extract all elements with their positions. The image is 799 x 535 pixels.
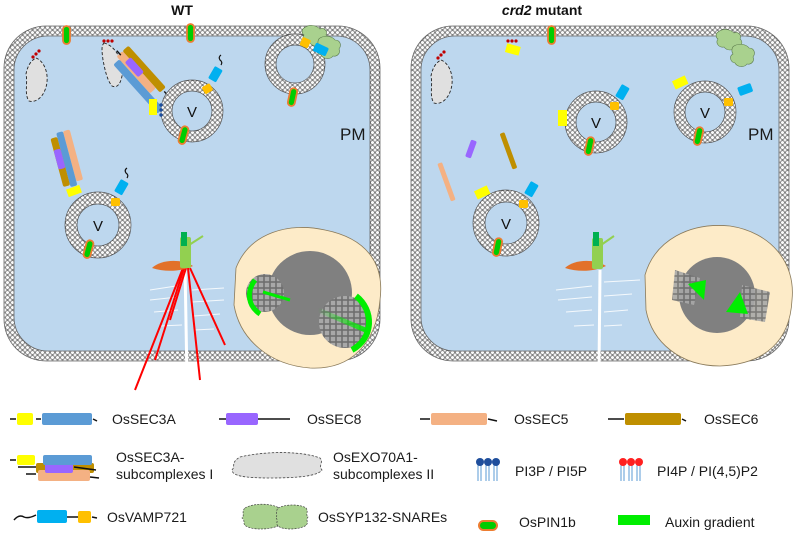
legend-item-ossec6: OsSEC6	[608, 411, 759, 427]
legend-item-ospin1b: OsPIN1b	[478, 514, 576, 531]
osvamp721-body	[313, 42, 329, 56]
osvamp721-tail	[610, 102, 619, 110]
osexo70a1-subcomplex	[101, 42, 123, 88]
osexo70a1-subcomplex	[430, 59, 453, 104]
legend-label: PI4P / PI(4,5)P2	[657, 463, 758, 479]
legend-label: OsPIN1b	[519, 514, 576, 530]
osvamp721-tail	[724, 98, 733, 106]
legend-item-osvamp721: OsVAMP721	[13, 509, 187, 525]
wt-panel: WT PM V	[3, 2, 382, 391]
legend-label: OsVAMP721	[107, 509, 187, 525]
legend-label: subcomplexes II	[333, 466, 434, 482]
ossec5-icon	[420, 413, 498, 425]
vesicle: V	[472, 189, 540, 257]
legend-label: PI3P / PI5P	[515, 463, 587, 479]
vesicle-label: V	[700, 105, 710, 122]
crd2-panel: crd2 mutant PM V V	[410, 2, 793, 371]
pm-label: PM	[340, 125, 366, 144]
legend-label: Auxin gradient	[665, 514, 755, 530]
legend-item-pi4p: PI4P / PI(4,5)P2	[619, 458, 758, 481]
vesicle: V	[159, 79, 224, 145]
osvamp721-body	[737, 83, 753, 96]
osexo70a1-subcomplex	[25, 57, 48, 102]
ossec3a-free	[504, 43, 521, 56]
osexo70a1-subcomplex-icon	[231, 452, 323, 479]
ospin1b-icon	[478, 520, 498, 531]
callus-wt	[233, 227, 382, 369]
legend-label: OsSEC6	[704, 411, 759, 427]
pi4p-membrane-lipids	[436, 39, 518, 60]
legend-item-osexo70a1-subcomplex: OsEXO70A1- subcomplexes II	[231, 449, 434, 482]
legend-label: OsEXO70A1-	[333, 449, 418, 465]
auxin-gradient-icon	[618, 515, 650, 525]
legend-item-pi3p: PI3P / PI5P	[476, 458, 587, 481]
legend-item-auxin: Auxin gradient	[618, 514, 755, 530]
ossec6-icon	[608, 413, 687, 425]
legend-label: OsSYP132-SNAREs	[318, 509, 447, 525]
osvamp721-icon	[13, 510, 98, 523]
legend-label: OsSEC3A-	[116, 449, 185, 465]
ossyp132-snares	[715, 29, 755, 67]
legend-label: OsSEC3A	[112, 411, 176, 427]
docking-vesicle	[264, 33, 326, 107]
vesicle-label: V	[93, 218, 103, 235]
vesicle-label: V	[591, 115, 601, 132]
vesicle-label: V	[501, 216, 511, 233]
osvamp721-body	[524, 181, 539, 198]
ossec6-free	[500, 132, 517, 170]
ossyp132-snare-icon	[241, 503, 309, 530]
ossec3a-n-terminal	[558, 110, 567, 126]
legend-label: OsSEC5	[514, 411, 569, 427]
legend-item-ossec3a-subcomplex: OsSEC3A- subcomplexes I	[10, 449, 213, 482]
seedling-crd2	[555, 232, 641, 371]
vesicle-label: V	[187, 104, 197, 121]
legend-item-ossyp132-snare: OsSYP132-SNAREs	[241, 503, 447, 530]
pi4p-membrane-lipids	[31, 39, 114, 59]
osvamp721-tail	[519, 200, 528, 208]
ospin1b-membrane	[547, 25, 556, 45]
callus-crd2	[644, 225, 793, 367]
legend-label: subcomplexes I	[116, 466, 213, 482]
ossec3a-n-terminal	[149, 99, 157, 115]
legend: OsSEC3A OsSEC8 OsSEC5 OsSEC6	[10, 411, 759, 531]
crd2-panel-title: crd2 mutant	[502, 2, 582, 18]
legend-item-ossec8: OsSEC8	[219, 411, 362, 427]
osvamp721	[111, 167, 129, 206]
ossec8-free	[465, 139, 477, 159]
vesicle: V	[64, 191, 132, 259]
pm-label: PM	[748, 125, 774, 144]
ossec3a-n-terminal	[473, 185, 491, 200]
ossec3a-n-terminal	[66, 184, 82, 198]
osvamp721-tail	[299, 37, 311, 49]
osvamp721-body	[615, 84, 630, 101]
ossec3a-icon	[10, 413, 98, 425]
legend-label: OsSEC8	[307, 411, 362, 427]
pi4p-lipid-icon	[619, 458, 643, 481]
vesicle: V	[673, 80, 737, 146]
ossec3a-subcomplex-icon	[10, 455, 100, 481]
ossec8-icon	[219, 413, 290, 425]
ossec5-free	[437, 162, 456, 202]
seedling-wt	[134, 232, 226, 391]
legend-item-ossec3a: OsSEC3A	[10, 411, 176, 427]
ospin1b-membrane	[62, 23, 195, 45]
ossec3a-n-terminal	[671, 75, 689, 90]
wt-panel-title: WT	[171, 2, 193, 18]
legend-item-ossec5: OsSEC5	[420, 411, 569, 427]
ossec3a-subcomplex-2	[50, 129, 83, 187]
osvamp721	[202, 54, 223, 94]
pi3p-lipid-icon	[476, 458, 500, 481]
